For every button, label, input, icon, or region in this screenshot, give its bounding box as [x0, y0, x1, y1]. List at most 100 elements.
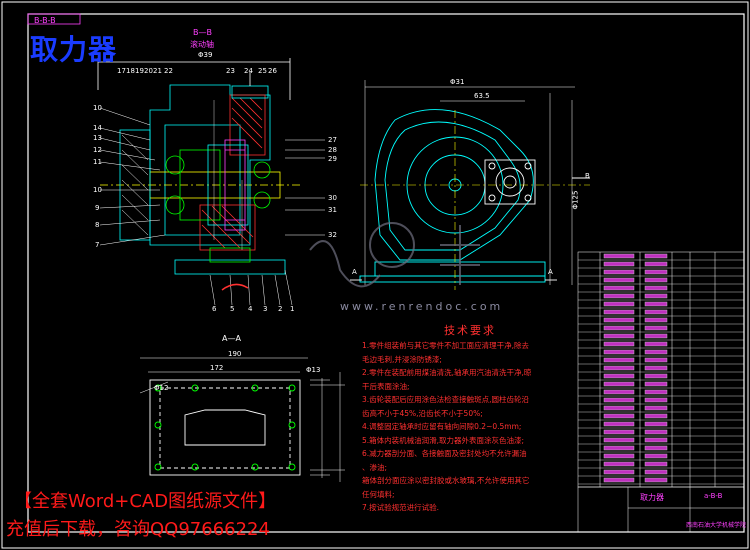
part-num: 5: [230, 305, 235, 313]
parts-list-cell-text: [644, 389, 668, 395]
parts-list-cell-text: [603, 429, 635, 435]
side-label-a1: A: [352, 268, 357, 276]
parts-list-cell-text: [603, 469, 635, 475]
parts-list-cell-text: [644, 453, 668, 459]
tech-requirement-line: 、渗油;: [362, 462, 388, 472]
parts-list-cell-text: [644, 445, 668, 451]
part-num: 19: [135, 67, 144, 75]
parts-list-cell-text: [644, 293, 668, 299]
part-num: 28: [328, 146, 337, 154]
part-num: 27: [328, 136, 337, 144]
promo-line-1: 【全套Word+CAD图纸源文件】: [14, 491, 277, 512]
part-num: 21: [153, 67, 162, 75]
part-num: 13: [93, 134, 102, 142]
aa-dim-3: Φ13: [306, 366, 321, 374]
parts-list-cell-text: [644, 285, 668, 291]
part-num: 11: [93, 158, 102, 166]
parts-list-cell-text: [644, 261, 668, 267]
tech-requirement-line: 5.箱体内装机械油润滑,取力器外表面涂灰色油漆;: [362, 435, 525, 445]
aa-dim-1: 172: [210, 364, 224, 372]
parts-list-cell-text: [644, 357, 668, 363]
part-num: 4: [248, 305, 253, 313]
part-num: 25: [258, 67, 267, 75]
part-num: 10: [93, 104, 102, 112]
parts-list-cell-text: [603, 397, 635, 403]
parts-list-cell-text: [603, 261, 635, 267]
parts-list-cell-text: [644, 341, 668, 347]
section-bb-sublabel: 滚动轴: [190, 40, 214, 49]
part-num: 10: [93, 186, 102, 194]
parts-list-cell-text: [603, 453, 635, 459]
tech-requirement-line: 箱体剖分面应涂以密封胶或水玻璃,不允许使用其它: [362, 476, 530, 485]
parts-list-cell-text: [603, 477, 635, 483]
parts-list-cell-text: [603, 253, 635, 259]
parts-list-cell-text: [644, 437, 668, 443]
parts-list-cell-text: [644, 301, 668, 307]
parts-list-cell-text: [603, 373, 635, 379]
side-dim-1: 63.5: [474, 92, 490, 100]
aa-dim-0: 190: [228, 350, 242, 358]
section-aa-view: [139, 357, 345, 482]
tech-requirement-line: 3.齿轮装配后应用涂色法检查接触斑点,圆柱齿轮沿: [362, 395, 530, 404]
tech-requirement-line: 毛边毛刺,并浸涂防锈漆;: [362, 354, 442, 364]
part-num: 14: [93, 124, 102, 132]
side-view: [350, 80, 590, 290]
parts-list-cell-text: [603, 389, 635, 395]
parts-list-cell-text: [644, 469, 668, 475]
part-num: 1: [290, 305, 295, 313]
tech-requirements-heading: 技术要求: [444, 324, 496, 337]
parts-list-cell-text: [644, 397, 668, 403]
side-label-a2: A: [548, 268, 553, 276]
parts-list-cell-text: [644, 325, 668, 331]
parts-list-cell-text: [603, 381, 635, 387]
aa-dim-2: Φ12: [154, 384, 169, 392]
drawing-title: 取力器: [30, 33, 118, 66]
tech-requirement-line: 6.减力器剖分面、各接触面及密封处均不允许漏油: [362, 449, 527, 458]
part-num: 8: [95, 221, 100, 229]
tech-requirement-line: 4.调整固定轴承时应留有轴向间隙0.2~0.5mm;: [362, 422, 522, 431]
parts-list-cell-text: [603, 437, 635, 443]
parts-list-cell-text: [644, 477, 668, 483]
part-num: 17: [117, 67, 126, 75]
parts-list-cell-text: [644, 269, 668, 275]
parts-list-cell-text: [603, 293, 635, 299]
parts-list-cell-text: [603, 301, 635, 307]
watermark-text: www.renrendoc.com: [340, 300, 504, 313]
parts-list-cell-text: [603, 317, 635, 323]
parts-list-cell-text: [644, 253, 668, 259]
corner-box: [27, 13, 81, 25]
side-dim-0: Φ31: [450, 78, 465, 86]
section-bb-view: [97, 58, 325, 306]
part-num: 12: [93, 146, 102, 154]
parts-list-cell-text: [644, 309, 668, 315]
part-num: 24: [244, 67, 253, 75]
parts-list-cell-text: [644, 373, 668, 379]
tech-requirement-line: 7.按试验规范进行试验.: [362, 503, 440, 512]
part-num: 30: [328, 194, 337, 202]
part-num: 7: [95, 241, 100, 249]
title-block-name: 取力器: [640, 493, 664, 502]
watermark-logo: [309, 222, 480, 288]
parts-list: [577, 251, 745, 533]
parts-list-cell-text: [644, 317, 668, 323]
parts-list-cell-text: [644, 461, 668, 467]
parts-list-cell-text: [644, 333, 668, 339]
part-num: 26: [268, 67, 277, 75]
part-num: 22: [164, 67, 173, 75]
corner-label: B-B-B: [34, 16, 56, 25]
parts-list-cell-text: [644, 413, 668, 419]
parts-list-cell-text: [603, 285, 635, 291]
part-num: 6: [212, 305, 217, 313]
parts-list-cell-text: [603, 325, 635, 331]
title-block-code: a-B-B: [704, 492, 723, 500]
part-num: 3: [263, 305, 268, 313]
parts-list-cell-text: [603, 333, 635, 339]
tech-requirement-line: 2.零件在装配前用煤油清洗,轴承用汽油清洗干净,晾: [362, 368, 532, 377]
parts-list-cell-text: [603, 365, 635, 371]
parts-list-cell-text: [603, 269, 635, 275]
tech-requirement-line: 1.零件组装前与其它零件不加工面应清理干净,除去: [362, 341, 530, 350]
parts-list-cell-text: [603, 405, 635, 411]
parts-list-cell-text: [603, 357, 635, 363]
